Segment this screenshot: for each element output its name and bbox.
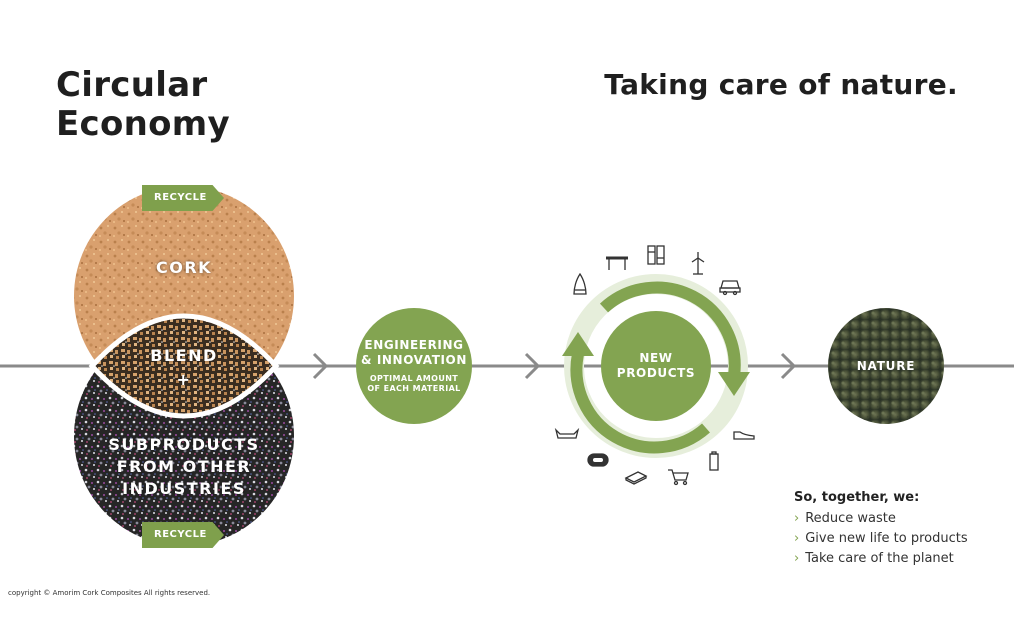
engineering-circle: ENGINEERING & INNOVATION OPTIMAL AMOUNT … xyxy=(356,308,472,424)
nature-circle xyxy=(828,308,944,424)
chevron-bullet-icon: › xyxy=(794,511,800,526)
title-line-1: Circular xyxy=(56,65,208,105)
chevron-right-icon xyxy=(524,352,541,380)
list-item: › Reduce waste xyxy=(794,509,968,529)
summary-heading: So, together, we: xyxy=(794,490,920,505)
chevron-right-icon xyxy=(780,352,797,380)
shopping-cart-icon xyxy=(668,469,689,486)
subproducts-label: SUBPRODUCTS FROM OTHER INDUSTRIES xyxy=(94,434,274,500)
nose-cone-icon xyxy=(573,272,587,295)
shoe-icon xyxy=(733,431,755,440)
book-icon xyxy=(624,471,648,485)
wind-turbine-icon xyxy=(691,252,705,275)
summary-item-3: Take care of the planet xyxy=(805,551,954,566)
summary-item-2: Give new life to products xyxy=(805,531,968,546)
engineering-sub-2: OF EACH MATERIAL xyxy=(367,384,461,393)
title-line-2: Economy xyxy=(56,104,230,144)
subproducts-line-1: SUBPRODUCTS xyxy=(108,435,260,454)
table-icon xyxy=(606,256,628,270)
cork-label: CORK xyxy=(155,258,213,277)
copyright: copyright © Amorim Cork Composites All r… xyxy=(8,589,211,597)
chevron-bullet-icon: › xyxy=(794,531,800,546)
blend-plus: + xyxy=(176,370,192,389)
cycle-arrowhead-top xyxy=(718,372,750,396)
car-icon xyxy=(719,280,741,296)
new-products-circle: NEW PRODUCTS xyxy=(601,311,711,421)
list-item: › Give new life to products xyxy=(794,529,968,549)
recycle-tag-bottom: RECYCLE xyxy=(142,522,224,548)
battery-icon xyxy=(709,451,719,471)
engineering-title-2: & INNOVATION xyxy=(361,353,467,367)
summary-item-1: Reduce waste xyxy=(805,511,896,526)
pad-icon xyxy=(587,453,609,467)
cork-panels-icon xyxy=(647,245,665,265)
chevron-right-icon xyxy=(312,352,329,380)
blend-lens xyxy=(88,313,280,419)
new-products-line-2: PRODUCTS xyxy=(616,366,696,380)
boat-hull-icon xyxy=(554,427,580,439)
subproducts-line-2: FROM OTHER xyxy=(116,457,252,476)
summary-block: So, together, we: › Reduce waste › Give ne… xyxy=(794,490,968,569)
recycle-tag-top: RECYCLE xyxy=(142,185,224,211)
summary-list: › Reduce waste › Give new life to products… xyxy=(794,509,968,569)
new-products-line-1: NEW xyxy=(639,351,673,365)
subproducts-line-3: INDUSTRIES xyxy=(122,479,246,498)
engineering-sub-1: OPTIMAL AMOUNT xyxy=(369,374,459,383)
list-item: › Take care of the planet xyxy=(794,549,968,569)
tagline: Taking care of nature. xyxy=(604,68,958,101)
cycle-arrowhead-bottom xyxy=(562,332,594,356)
engineering-title-1: ENGINEERING xyxy=(364,338,464,352)
page-title: Circular Economy xyxy=(56,66,230,144)
chevron-bullet-icon: › xyxy=(794,551,800,566)
cycle-arrow-bottom xyxy=(570,352,710,454)
nature-label: NATURE xyxy=(856,359,916,373)
blend-label: BLEND xyxy=(150,346,218,365)
cycle-arrow-top xyxy=(599,281,741,377)
